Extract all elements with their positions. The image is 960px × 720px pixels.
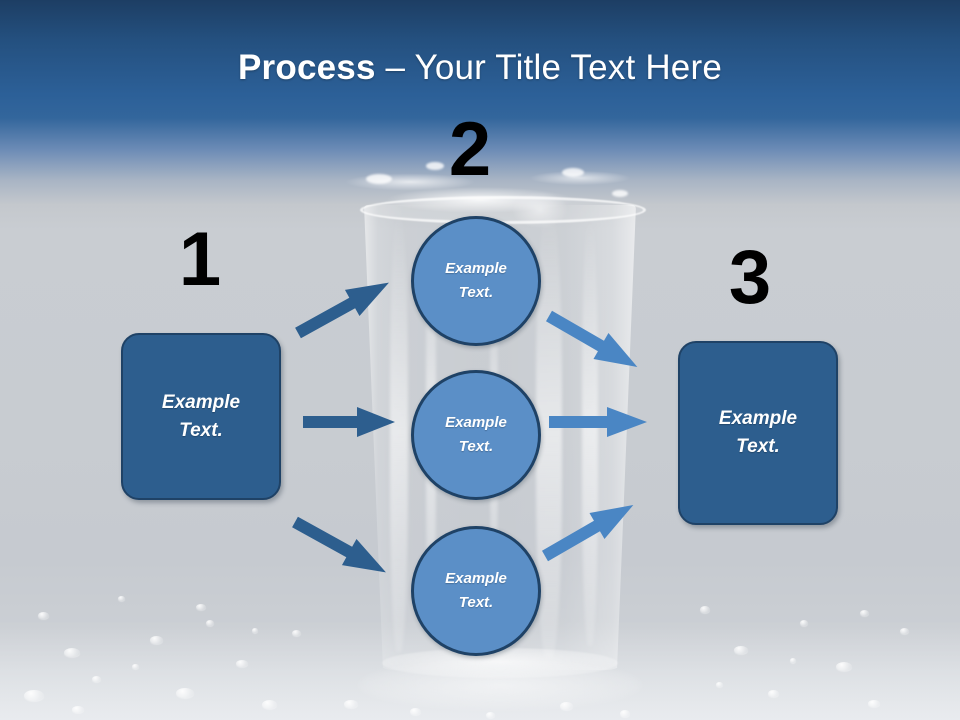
water-droplet xyxy=(410,708,421,715)
water-droplet xyxy=(236,660,248,667)
water-droplet xyxy=(64,648,80,657)
water-droplet xyxy=(72,706,84,713)
water-droplet xyxy=(150,636,163,644)
water-droplet xyxy=(716,682,723,687)
slide-title: Process – Your Title Text Here xyxy=(0,46,960,90)
box-left-line2: Text. xyxy=(179,419,223,441)
water-droplet xyxy=(176,688,194,698)
water-droplet xyxy=(132,664,139,669)
water-droplet xyxy=(900,628,909,634)
water-droplet xyxy=(196,604,206,610)
water-droplet xyxy=(790,658,796,663)
step-number-1: 1 xyxy=(178,217,222,302)
box-step-three[interactable]: Example Text. xyxy=(678,341,838,525)
arrow-bottom-circle-to-right xyxy=(538,492,641,569)
water-droplet xyxy=(486,712,495,718)
step-number-2: 2 xyxy=(448,107,492,192)
box-step-one[interactable]: Example Text. xyxy=(121,333,281,500)
water-droplet xyxy=(118,596,125,601)
water-droplet xyxy=(262,700,277,709)
circle-step-two-item-1[interactable]: Example Text. xyxy=(411,216,541,346)
water-droplet xyxy=(24,690,44,701)
step-number-3: 3 xyxy=(728,235,772,320)
box-right-line2: Text. xyxy=(736,436,780,457)
arrow-top-circle-to-right xyxy=(542,303,645,380)
circle-1-line1: Example xyxy=(445,260,507,277)
water-droplet xyxy=(860,610,869,616)
circle-2-line2: Text. xyxy=(458,438,494,455)
arrow-left-to-bottom-circle xyxy=(288,509,394,586)
water-droplet xyxy=(868,700,880,707)
water-droplet xyxy=(292,630,301,636)
water-droplet xyxy=(620,710,630,717)
title-light: – Your Title Text Here xyxy=(375,48,722,87)
circle-step-two-item-3[interactable]: Example Text. xyxy=(411,526,541,656)
arrow-mid-circle-to-right xyxy=(549,407,647,437)
water-droplet xyxy=(734,646,748,654)
water-droplet xyxy=(836,662,852,671)
circle-step-two-item-2[interactable]: Example Text. xyxy=(411,370,541,500)
circle-3-line1: Example xyxy=(445,570,507,587)
water-droplet xyxy=(800,620,808,626)
box-left-line1: Example xyxy=(161,391,241,413)
water-droplet xyxy=(700,606,710,613)
circle-2-line1: Example xyxy=(445,414,507,431)
circle-3-line2: Text. xyxy=(458,594,494,611)
arrow-left-to-mid-circle xyxy=(303,407,395,437)
water-droplet xyxy=(252,628,258,633)
water-droplet xyxy=(344,700,358,708)
circle-1-line2: Text. xyxy=(458,284,494,301)
box-right-line1: Example xyxy=(718,408,798,429)
water-droplet xyxy=(560,702,573,710)
water-droplet xyxy=(92,676,101,682)
water-droplet xyxy=(768,690,779,697)
water-droplet xyxy=(206,620,214,626)
water-droplet xyxy=(38,612,49,619)
title-strong: Process xyxy=(238,48,376,87)
arrow-left-to-top-circle xyxy=(291,269,397,346)
